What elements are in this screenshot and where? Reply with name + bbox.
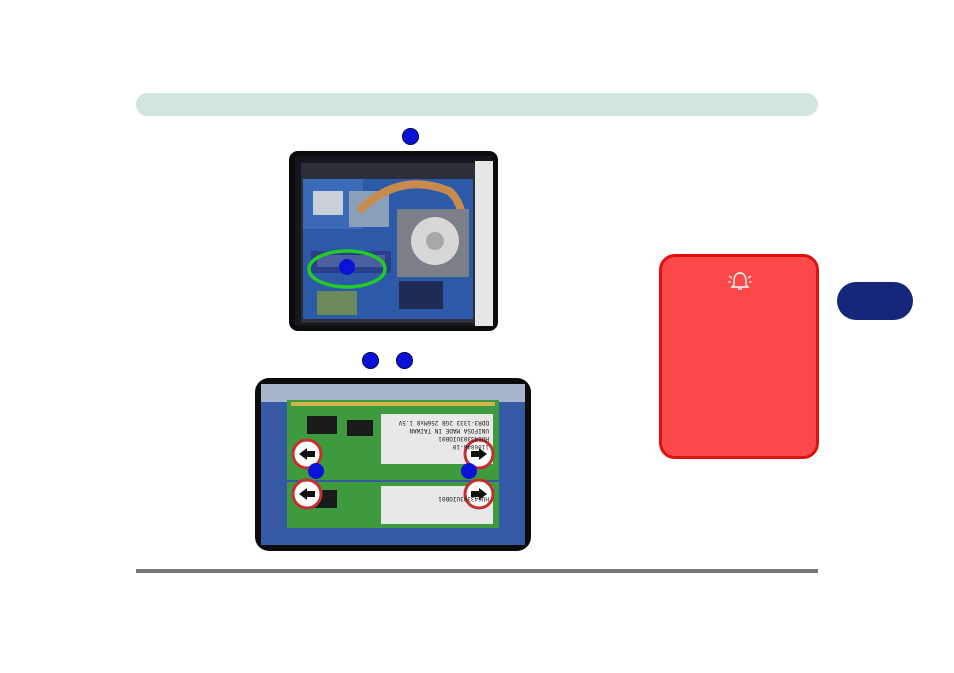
memory-modules-illustration xyxy=(261,384,525,545)
module-label-line-5: DDR3-1333 2GB 256Mx8 1.5V xyxy=(398,419,489,426)
step-marker-2 xyxy=(362,352,379,369)
module-label-text-lower: HU643303UIOB01 xyxy=(385,494,489,502)
step-marker-3 xyxy=(396,352,413,369)
warning-box xyxy=(659,254,819,459)
module-label-text: 1100846-10 HU643303UIOB01 UNIFOSA MADE I… xyxy=(385,418,489,450)
footer-rule xyxy=(136,569,818,573)
memory-modules-photo: 1100846-10 HU643303UIOB01 UNIFOSA MADE I… xyxy=(255,378,531,551)
step-marker-1 xyxy=(402,128,419,145)
laptop-underside-photo xyxy=(289,151,498,331)
module-label-line-1: 1100846-10 xyxy=(452,443,489,450)
alarm-bell-icon xyxy=(728,272,752,290)
module-label-line-4: UNIFOSA MADE IN TAIWAN xyxy=(409,427,489,434)
header-bar xyxy=(136,93,818,116)
chapter-tab xyxy=(837,282,913,320)
module-label-line-3: HU643303UIOB01 xyxy=(438,495,489,502)
module-label-line-2: HU643303UIOB01 xyxy=(438,435,489,442)
laptop-underside-illustration xyxy=(295,156,493,326)
